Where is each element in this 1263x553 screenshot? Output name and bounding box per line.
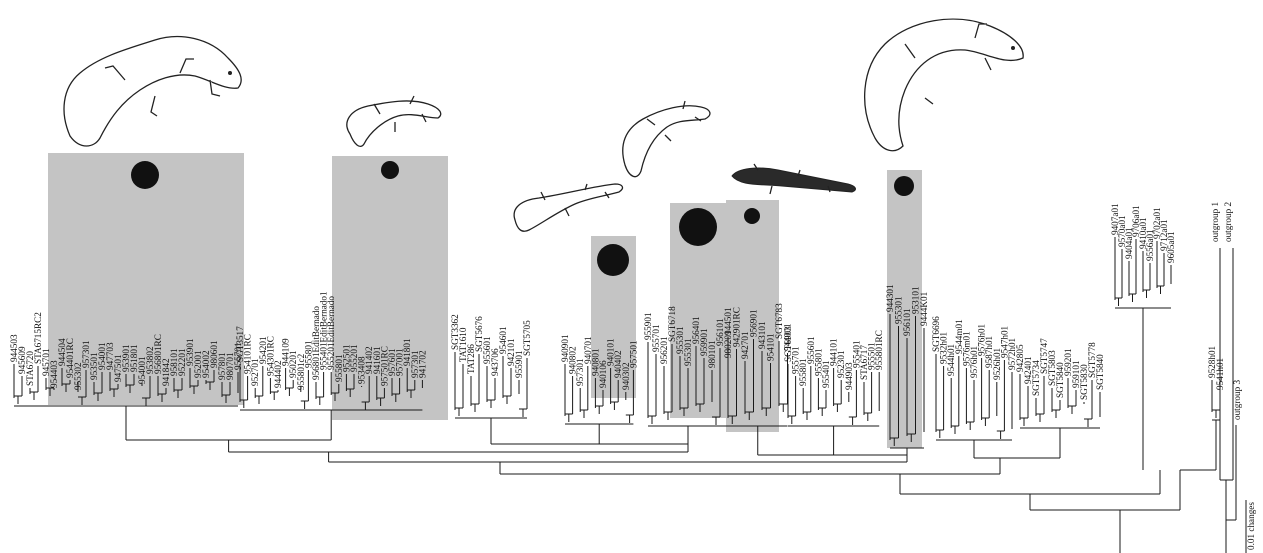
taxon-label: 9444K01 [919, 291, 929, 326]
proportion-dot-4 [679, 208, 717, 246]
taxon-label: 9605a01 [1166, 231, 1176, 263]
outgroup-3-label: outgroup 3 [1232, 380, 1242, 420]
proportion-dot-5 [744, 208, 760, 224]
salamander-illustration-2 [347, 96, 441, 146]
taxon-label: SGT5840 [1095, 354, 1105, 390]
taxon-label: SGT5705 [522, 320, 532, 356]
salamander-illustration-5 [732, 164, 855, 194]
proportion-dot-6 [894, 176, 914, 196]
proportion-dot-3 [597, 244, 629, 276]
taxon-label: 957501 [628, 340, 638, 368]
taxon-label: 955801RC [874, 330, 884, 370]
outgroup-1-label: outgroup 1 [1210, 202, 1220, 242]
salamander-illustration-1 [64, 37, 241, 146]
salamander-illustration-4 [514, 184, 622, 231]
salamander-illustration-3 [623, 101, 710, 177]
outgroup-2-label: outgroup 2 [1223, 202, 1233, 242]
taxon-label: 941702 [417, 350, 427, 378]
scale-bar-label: 0.01 changes [1246, 502, 1256, 550]
clade-highlight-boxes [48, 153, 922, 448]
proportion-dot-2 [381, 161, 399, 179]
taxon-label: 9541h01 [1215, 357, 1225, 390]
clade-box-2 [332, 156, 448, 420]
proportion-dot-1 [131, 161, 159, 189]
salamander-illustration-6 [865, 19, 1024, 151]
